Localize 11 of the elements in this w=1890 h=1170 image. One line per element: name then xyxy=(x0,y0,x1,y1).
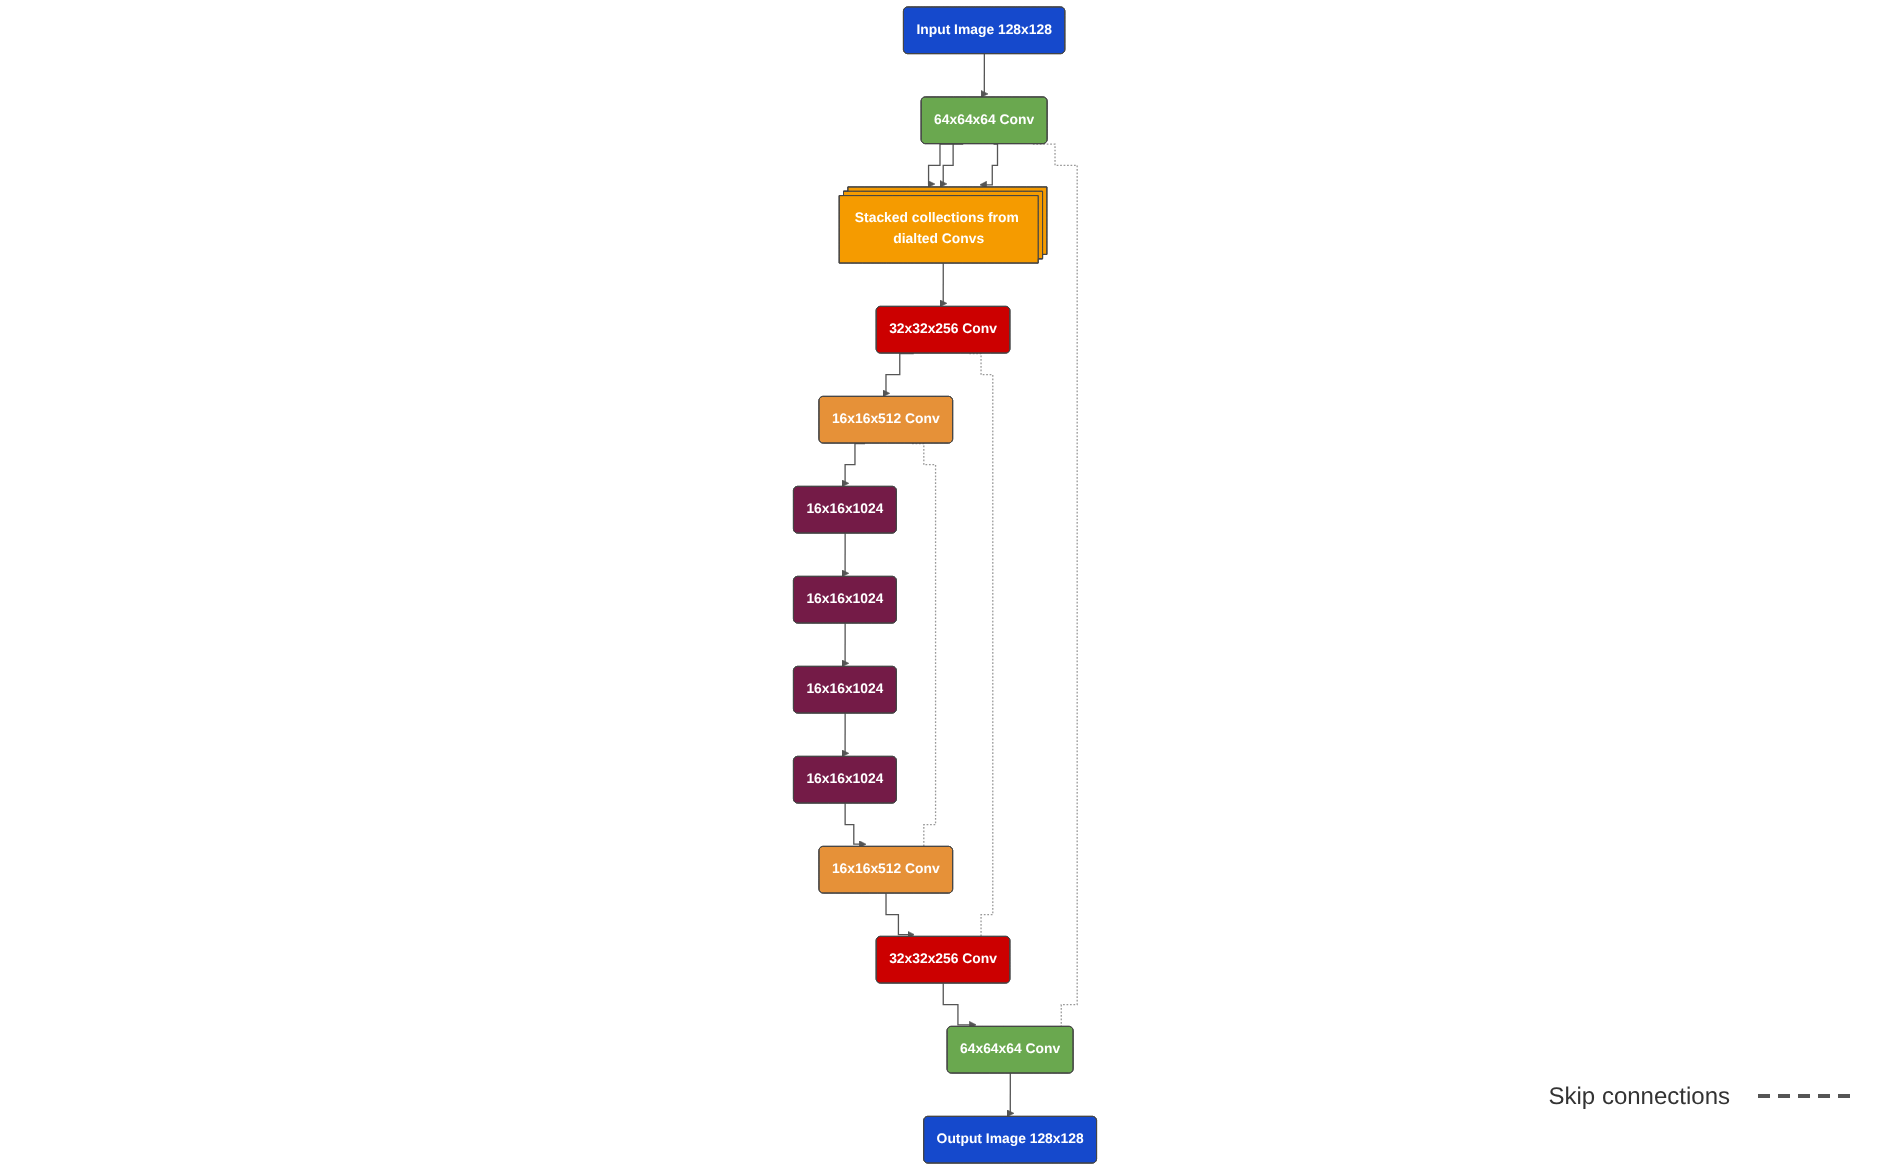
arrow xyxy=(841,622,850,668)
arrow xyxy=(844,802,867,849)
arrow xyxy=(942,982,977,1029)
arrow xyxy=(841,712,850,758)
arrow xyxy=(979,143,999,189)
arrow xyxy=(1006,1072,1015,1118)
arrow xyxy=(885,892,915,939)
arrow xyxy=(980,53,989,98)
arrow xyxy=(939,262,948,308)
legend-text: Skip connections xyxy=(1548,1082,1730,1110)
arrow xyxy=(841,532,850,578)
